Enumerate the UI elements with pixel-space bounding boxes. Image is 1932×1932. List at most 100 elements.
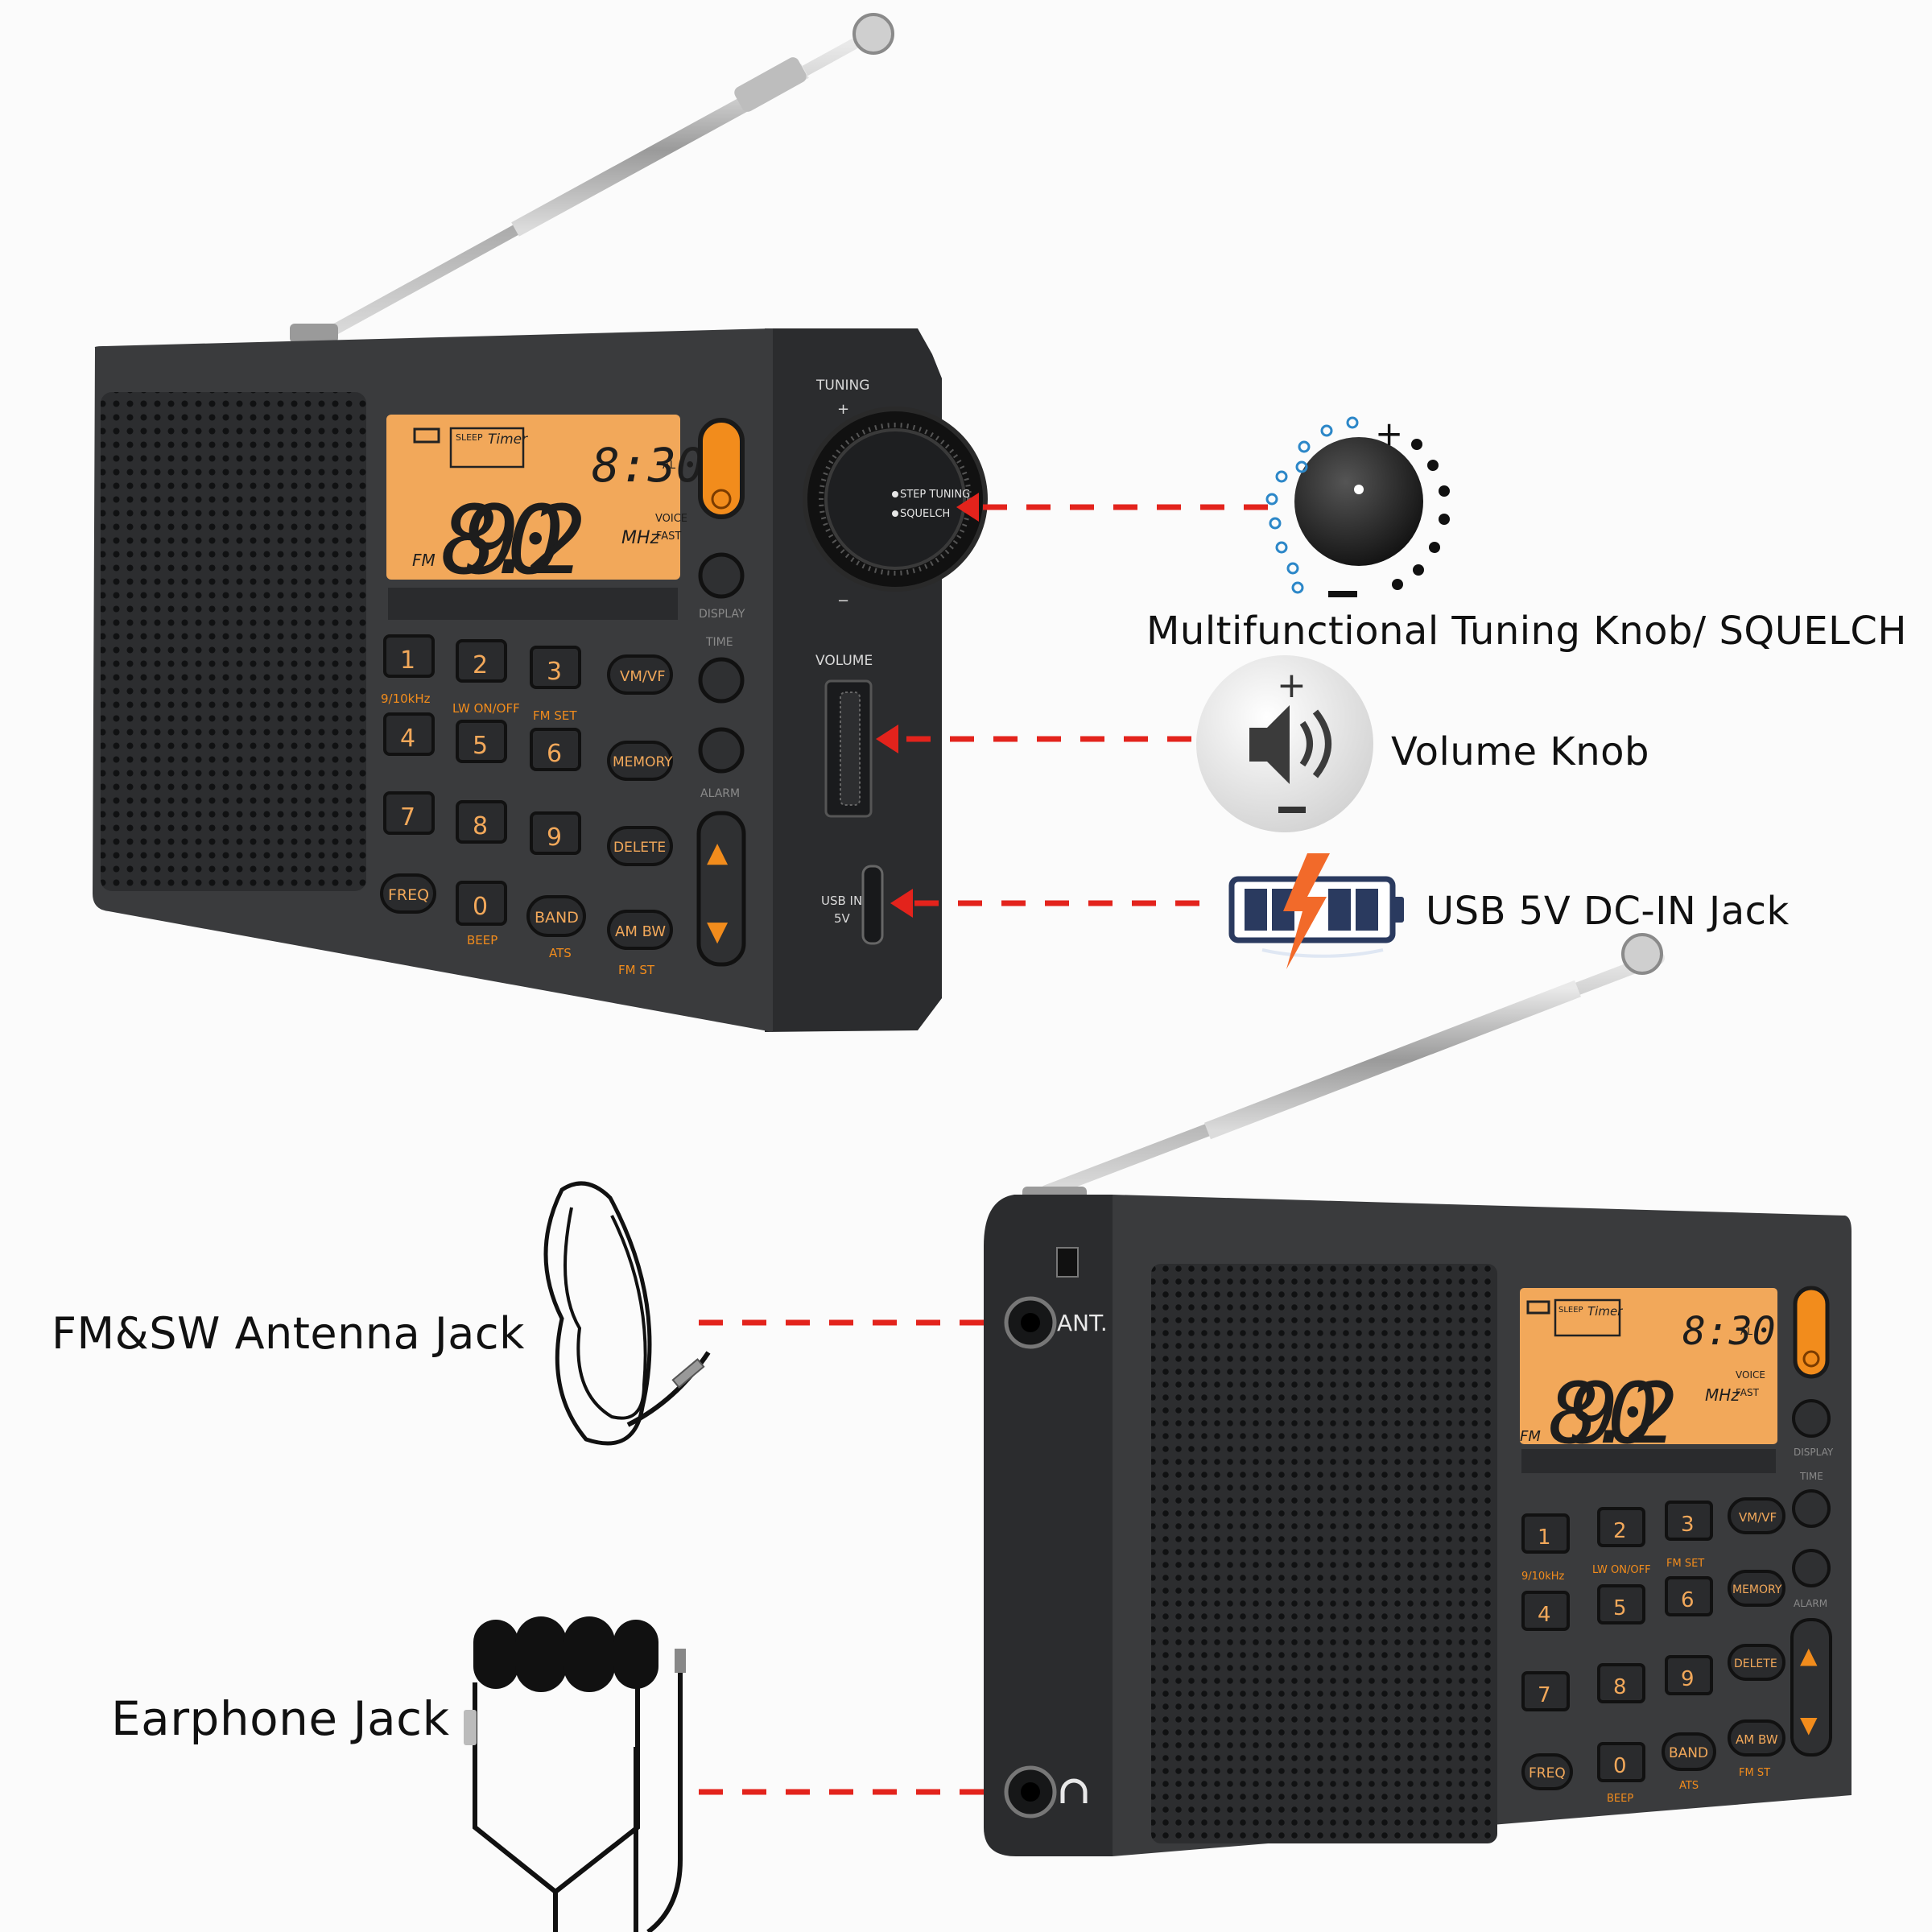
antenna-jack[interactable] (1004, 1296, 1057, 1349)
key-memory[interactable]: MEMORY (607, 741, 673, 781)
volume-wheel[interactable] (824, 679, 873, 818)
alarm-button[interactable] (698, 727, 745, 774)
sub-label-0: BEEP (467, 933, 497, 947)
key-freq-b[interactable]: FREQ (1521, 1753, 1573, 1790)
arrow-left-icon (956, 493, 979, 522)
key-ambw-b[interactable]: AM BW (1728, 1719, 1785, 1757)
tuning-minus: − (837, 592, 849, 609)
lcd-display-bottom: SLEEP Timer 8:30 AL FM 89.02 VOICE MHz F… (1520, 1288, 1777, 1473)
alarm-button-b[interactable] (1792, 1549, 1831, 1587)
antenna-top (290, 13, 894, 343)
key-6[interactable]: 6 (530, 728, 581, 771)
sub-label-ambw: FM ST (618, 963, 655, 977)
svg-text:3: 3 (1681, 1513, 1695, 1537)
svg-text:MEMORY: MEMORY (613, 754, 673, 770)
time-button-b[interactable] (1792, 1489, 1831, 1528)
tuning-knob[interactable] (803, 407, 988, 592)
key-ambw[interactable]: AM BW (607, 910, 673, 950)
svg-text:AM BW: AM BW (1736, 1732, 1778, 1747)
svg-text:FREQ: FREQ (388, 886, 429, 904)
down-arrow-icon[interactable]: ▼ (707, 915, 729, 947)
key-7[interactable]: 7 (383, 791, 435, 835)
key-delete[interactable]: DELETE (607, 826, 673, 866)
key-9-b[interactable]: 9 (1665, 1655, 1713, 1695)
function-keys-top: VM/VF MEMORY DELETE AM BW FM ST (607, 654, 673, 977)
step-tuning-label: STEP TUNING (900, 489, 970, 501)
key-band-b[interactable]: BAND (1662, 1732, 1716, 1771)
lcd-fast: FAST (656, 530, 681, 543)
lcd-al-b: AL (1740, 1326, 1752, 1337)
key-8-b[interactable]: 8 (1597, 1663, 1645, 1703)
key-freq[interactable]: FREQ (380, 873, 436, 914)
display-button-b[interactable] (1792, 1399, 1831, 1438)
power-button[interactable] (698, 418, 745, 519)
lcd-al: AL (663, 460, 676, 472)
sub-label-1: 9/10kHz (381, 691, 431, 706)
lcd-mhz: MHz (621, 528, 660, 548)
svg-text:8: 8 (1613, 1675, 1627, 1699)
key-memory-b[interactable]: MEMORY (1728, 1570, 1785, 1607)
svg-text:BAND: BAND (535, 909, 579, 927)
svg-text:9: 9 (547, 824, 562, 852)
key-6-b[interactable]: 6 (1665, 1576, 1713, 1616)
lcd-mhz-b: MHz (1705, 1385, 1740, 1405)
svg-text:3: 3 (547, 658, 562, 686)
key-5-b[interactable]: 5 (1597, 1584, 1645, 1624)
key-band[interactable]: BAND (526, 895, 586, 937)
knob-icon: + (1265, 414, 1450, 597)
lcd-timer: Timer (488, 431, 528, 448)
display-button[interactable] (698, 552, 745, 599)
down-arrow-icon[interactable]: ▼ (1800, 1711, 1818, 1738)
key-4-b[interactable]: 4 (1521, 1591, 1570, 1631)
squelch-label: SQUELCH (900, 508, 950, 520)
lcd-voice-b: VOICE (1736, 1369, 1765, 1381)
svg-text:VM/VF: VM/VF (1739, 1510, 1777, 1525)
power-button-b[interactable] (1793, 1286, 1830, 1379)
key-8[interactable]: 8 (456, 800, 507, 844)
earphone-jack[interactable] (1004, 1765, 1057, 1818)
svg-text:MEMORY: MEMORY (1732, 1583, 1782, 1596)
callout-usb-jack: USB 5V DC-IN Jack (1426, 889, 1790, 934)
tuning-rocker[interactable]: ▲ ▼ (696, 811, 746, 967)
svg-text:FREQ: FREQ (1529, 1765, 1566, 1781)
arrow-left-icon (890, 889, 913, 918)
side-switch[interactable] (1056, 1247, 1079, 1278)
callout-tuning-knob: Multifunctional Tuning Knob/ SQUELCH (1146, 609, 1907, 654)
svg-text:VM/VF: VM/VF (620, 668, 666, 685)
sub-label-band-b: ATS (1679, 1780, 1699, 1792)
key-1-b[interactable]: 1 (1521, 1513, 1570, 1554)
key-1[interactable]: 1 (383, 634, 435, 678)
svg-text:DELETE: DELETE (1734, 1657, 1777, 1670)
svg-text:0: 0 (1613, 1754, 1627, 1778)
key-vmvf-b[interactable]: VM/VF (1728, 1497, 1785, 1534)
lcd-display: SLEEP Timer 8:30 AL FM 89.02 VOICE MHz F… (386, 415, 704, 620)
up-arrow-icon[interactable]: ▲ (707, 836, 729, 869)
key-3-b[interactable]: 3 (1665, 1501, 1713, 1541)
svg-text:5: 5 (473, 732, 488, 760)
callout-earphone-jack: Earphone Jack (111, 1691, 450, 1746)
tuning-rocker-b[interactable]: ▲ ▼ (1790, 1618, 1832, 1757)
lcd-clock: 8:30 (592, 438, 704, 493)
key-5[interactable]: 5 (456, 720, 507, 763)
antenna-wire-icon (543, 1181, 711, 1446)
earphones-icon (464, 1616, 686, 1932)
key-2-b[interactable]: 2 (1597, 1507, 1645, 1547)
key-9[interactable]: 9 (530, 811, 581, 855)
usb-port[interactable] (861, 865, 884, 945)
time-label-b: TIME (1799, 1471, 1823, 1482)
time-button[interactable] (698, 657, 745, 704)
key-0[interactable]: 0 (456, 881, 507, 926)
speaker-volume-icon: + (1196, 655, 1373, 832)
key-2[interactable]: 2 (456, 639, 507, 683)
callout-antenna-jack: FM&SW Antenna Jack (52, 1308, 525, 1359)
key-0-b[interactable]: 0 (1597, 1742, 1645, 1782)
key-3[interactable]: 3 (530, 646, 581, 689)
svg-text:2: 2 (473, 651, 488, 679)
key-vmvf[interactable]: VM/VF (607, 654, 673, 695)
sub-label-ambw-b: FM ST (1739, 1767, 1770, 1779)
key-delete-b[interactable]: DELETE (1728, 1644, 1785, 1681)
up-arrow-icon[interactable]: ▲ (1800, 1642, 1818, 1669)
volume-label: VOLUME (815, 653, 873, 669)
key-4[interactable]: 4 (383, 712, 435, 756)
key-7-b[interactable]: 7 (1521, 1671, 1570, 1711)
